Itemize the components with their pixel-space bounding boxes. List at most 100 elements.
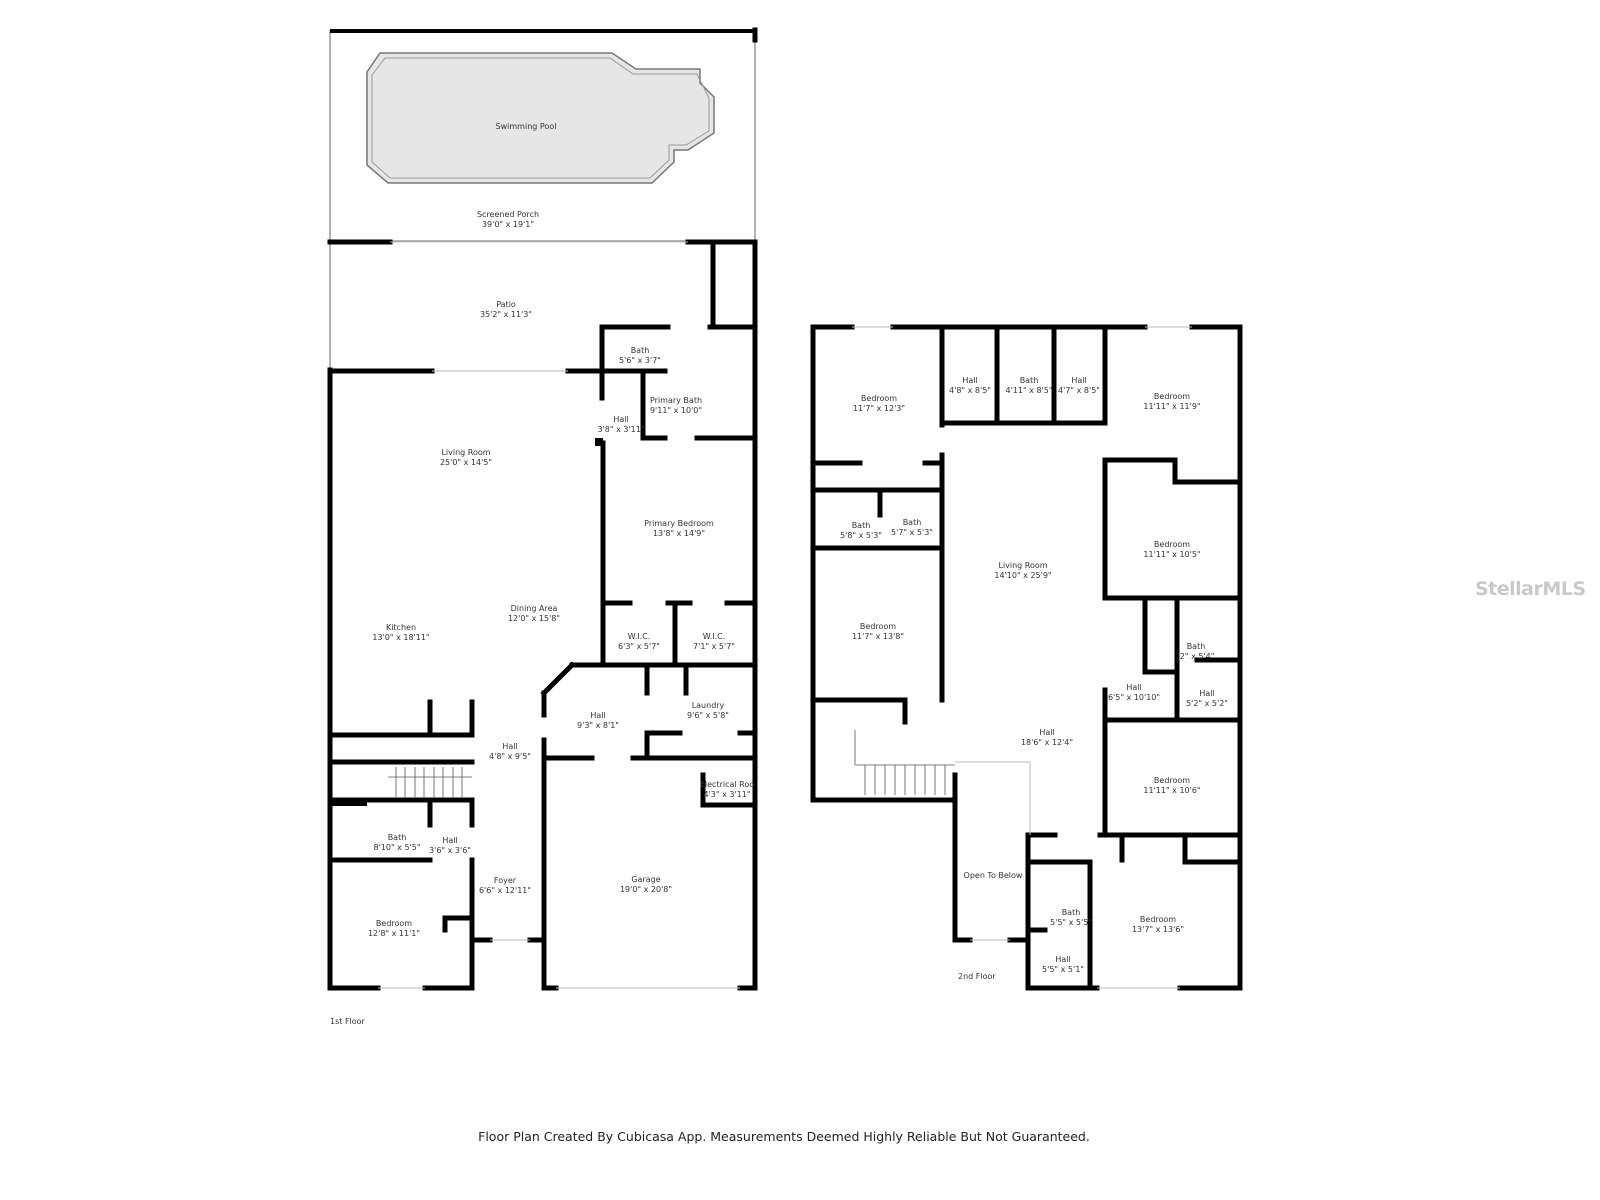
room-name: Dining Area: [511, 604, 558, 613]
room-dimensions: 5'5" x 5'1": [1042, 965, 1084, 974]
room-name: W.I.C.: [628, 632, 651, 641]
floor1-plan: [327, 27, 758, 991]
room-name: Bath: [1020, 376, 1039, 385]
room-name: Bedroom: [860, 622, 896, 631]
room-name: Hall: [1126, 683, 1141, 692]
room-dimensions: 9'11" x 10'0": [650, 406, 702, 415]
room-name: Hall: [1199, 689, 1214, 698]
room-dimensions: '2" x 5'4": [1178, 652, 1215, 661]
stairs-floor1: [388, 767, 472, 797]
stairs-floor2: [854, 730, 955, 795]
room-dimensions: 4'8" x 9'5": [489, 752, 531, 761]
room-name: Electrical Roo: [700, 780, 754, 789]
room-name: Hall: [1055, 955, 1070, 964]
room-name: Hall: [613, 415, 628, 424]
room-name: Garage: [631, 875, 660, 884]
room-dimensions: 14'10" x 25'9": [994, 571, 1051, 580]
room-dimensions: 11'7" x 12'3": [853, 404, 905, 413]
room-name: Bath: [388, 833, 407, 842]
room-name: Bath: [631, 346, 650, 355]
room-dimensions: 12'0" x 15'8": [508, 614, 560, 623]
room-dimensions: 12'8" x 11'1": [368, 929, 420, 938]
room-dimensions: 13'7" x 13'6": [1132, 925, 1184, 934]
floor2-label: 2nd Floor: [958, 972, 996, 981]
walls-floor2: [810, 324, 1243, 991]
room-name: Primary Bedroom: [644, 519, 714, 528]
footer-disclaimer: Floor Plan Created By Cubicasa App. Meas…: [478, 1129, 1090, 1144]
room-name: Bedroom: [1154, 776, 1190, 785]
room-dimensions: 6'6" x 12'11": [479, 886, 531, 895]
room-dimensions: 8'10" x 5'5": [373, 843, 420, 852]
room-name: Open To Below: [964, 871, 1023, 880]
room-dimensions: 6'5" x 10'10": [1108, 693, 1160, 702]
room-name: Foyer: [494, 876, 517, 885]
room-name: Screened Porch: [477, 210, 539, 219]
room-dimensions: 7'1" x 5'7": [693, 642, 735, 651]
room-name: W.I.C.: [703, 632, 726, 641]
room-dimensions: 5'7" x 5'3": [891, 528, 933, 537]
room-dimensions: 5'2" x 5'2": [1186, 699, 1228, 708]
room-name: Hall: [590, 711, 605, 720]
room-dimensions: 11'7" x 13'8": [852, 632, 904, 641]
room-dimensions: 4'3" x 3'11": [703, 790, 750, 799]
room-dimensions: 11'11" x 10'6": [1143, 786, 1200, 795]
room-name: Kitchen: [386, 623, 416, 632]
room-dimensions: 4'8" x 8'5": [949, 386, 991, 395]
room-dimensions: 3'8" x 3'11": [597, 425, 644, 434]
room-name: Bedroom: [1140, 915, 1176, 924]
room-dimensions: 11'11" x 11'9": [1143, 402, 1200, 411]
room-name: Hall: [442, 836, 457, 845]
swimming-pool: [366, 52, 715, 184]
room-name: Laundry: [692, 701, 725, 710]
room-bath: Bath'2" x 5'4": [1178, 642, 1215, 661]
room-name: Hall: [1039, 728, 1054, 737]
room-dimensions: 5'6" x 3'7": [619, 356, 661, 365]
room-name: Living Room: [441, 448, 490, 457]
room-name: Hall: [1071, 376, 1086, 385]
room-dimensions: 5'8" x 5'3": [840, 531, 882, 540]
room-name: Bath: [1062, 908, 1081, 917]
room-name: Swimming Pool: [496, 122, 557, 131]
room-name: Bath: [852, 521, 871, 530]
room-dimensions: 4'7" x 8'5": [1058, 386, 1100, 395]
room-name: Primary Bath: [650, 396, 702, 405]
room-name: Hall: [502, 742, 517, 751]
room-dimensions: 25'0" x 14'5": [440, 458, 492, 467]
room-name: Hall: [962, 376, 977, 385]
room-dimensions: 3'6" x 3'6": [429, 846, 471, 855]
room-dimensions: 5'5" x 5'5": [1050, 918, 1092, 927]
room-name: Bedroom: [861, 394, 897, 403]
room-name: Bedroom: [376, 919, 412, 928]
watermark: StellarMLS: [1475, 578, 1586, 600]
room-name: Bath: [1187, 642, 1206, 651]
room-name: Bath: [903, 518, 922, 527]
